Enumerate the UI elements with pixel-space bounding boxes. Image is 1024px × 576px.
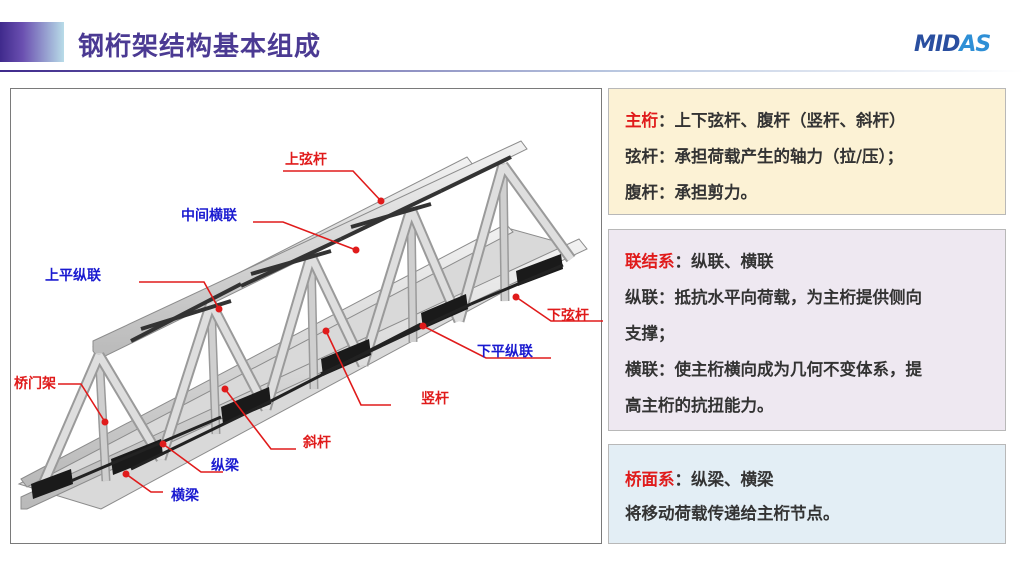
label-floor-beam: 横梁 — [171, 485, 199, 505]
panel-line: 将移动荷载传递给主桁节点。 — [625, 497, 989, 531]
panel-line: 横联：使主桁横向成为几何不变体系，提 — [625, 352, 989, 388]
panel-key: 联结系 — [625, 252, 675, 271]
title-divider — [0, 70, 1024, 72]
panel-line: 高主桁的抗扭能力。 — [625, 388, 989, 424]
panel-text: ：上下弦杆、腹杆（竖杆、斜杆） — [658, 111, 906, 130]
label-diagonal-member: 斜杆 — [303, 432, 331, 452]
title-accent-bar — [0, 22, 64, 62]
panel-line: 腹杆：承担剪力。 — [625, 175, 989, 211]
label-stringer: 纵梁 — [211, 455, 239, 475]
truss-figure: 上弦杆 中间横联 上平纵联 下弦杆 下平纵联 桥门架 竖杆 斜杆 纵梁 横梁 — [10, 88, 602, 544]
midas-logo: MIDAS — [914, 32, 990, 57]
label-bottom-lateral-bracing: 下平纵联 — [477, 341, 533, 361]
panel-key: 主桁 — [625, 111, 658, 130]
panel-line: 主桁：上下弦杆、腹杆（竖杆、斜杆） — [625, 103, 989, 139]
page-title: 钢桁架结构基本组成 — [78, 26, 321, 63]
label-top-chord: 上弦杆 — [285, 149, 327, 169]
panel-main-truss: 主桁：上下弦杆、腹杆（竖杆、斜杆） 弦杆：承担荷载产生的轴力（拉/压）； 腹杆：… — [608, 88, 1006, 215]
panel-line: 支撑； — [625, 316, 989, 352]
label-mid-cross-bracing: 中间横联 — [181, 205, 237, 225]
label-top-lateral-bracing: 上平纵联 — [45, 265, 101, 285]
panel-line: 联结系：纵联、横联 — [625, 244, 989, 280]
panel-key: 桥面系 — [625, 470, 675, 489]
panel-line: 弦杆：承担荷载产生的轴力（拉/压）； — [625, 139, 989, 175]
panel-bracing: 联结系：纵联、横联 纵联：抵抗水平向荷载，为主桁提供侧向 支撑； 横联：使主桁横… — [608, 229, 1006, 431]
label-bottom-chord: 下弦杆 — [547, 305, 589, 325]
panel-line: 桥面系：纵梁、横梁 — [625, 463, 989, 497]
label-portal-frame: 桥门架 — [14, 373, 56, 393]
panel-line: 纵联：抵抗水平向荷载，为主桁提供侧向 — [625, 280, 989, 316]
logo-accent-text: AS — [959, 32, 990, 57]
label-vertical-member: 竖杆 — [421, 388, 449, 408]
panel-text: ：纵联、横联 — [675, 252, 774, 271]
logo-main-text: MID — [914, 32, 959, 57]
panel-deck-system: 桥面系：纵梁、横梁 将移动荷载传递给主桁节点。 — [608, 444, 1006, 544]
title-bar: 钢桁架结构基本组成 — [0, 22, 1024, 62]
panel-text: ：纵梁、横梁 — [675, 470, 774, 489]
